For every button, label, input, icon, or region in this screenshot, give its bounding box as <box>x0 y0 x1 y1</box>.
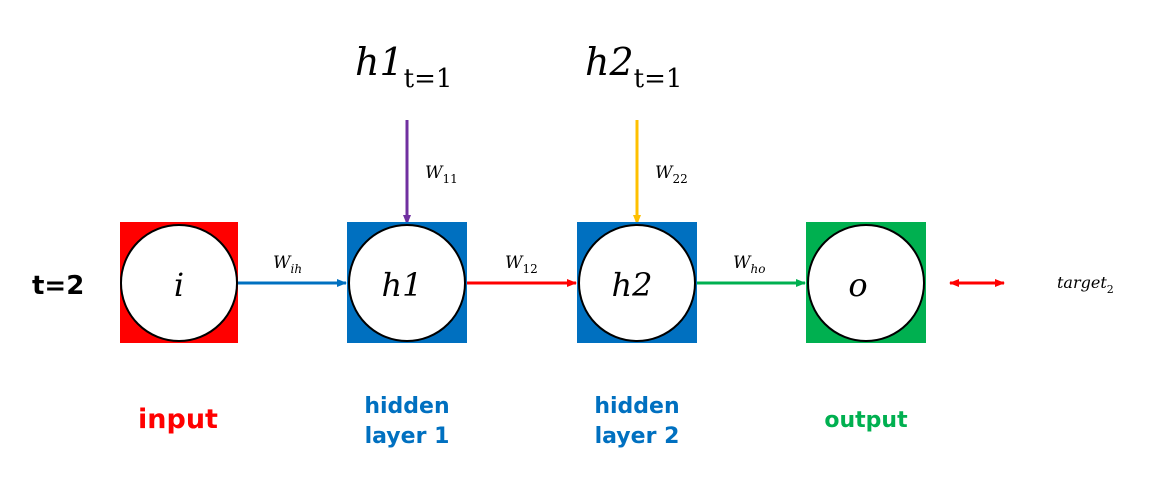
output-node-circle <box>807 224 925 342</box>
target-label: target2 <box>1057 273 1114 296</box>
weight-w11-label: W11 <box>425 163 458 186</box>
input-caption: input <box>138 404 218 435</box>
prev-h1-label: h1t=1 <box>355 40 452 94</box>
weight-12-label: W12 <box>505 253 538 276</box>
hidden1-caption-line1: hidden <box>364 394 449 419</box>
hidden1-caption-line2: layer 1 <box>365 424 450 449</box>
prev-h2-label: h2t=1 <box>585 40 682 94</box>
hidden2-node-symbol: h2 <box>612 266 653 304</box>
weight-ho-label: Who <box>733 253 765 276</box>
hidden1-node-symbol: h1 <box>382 266 423 304</box>
output-caption: output <box>824 408 908 433</box>
input-node-circle <box>120 224 238 342</box>
hidden2-caption-line1: hidden <box>594 394 679 419</box>
time-step-label: t=2 <box>32 271 84 301</box>
weight-ih-label: Wih <box>273 253 302 276</box>
input-node-symbol: i <box>174 266 184 304</box>
output-node-symbol: o <box>848 266 867 304</box>
hidden2-caption-line2: layer 2 <box>595 424 680 449</box>
hidden2-node-circle <box>578 224 696 342</box>
weight-w22-label: W22 <box>655 163 688 186</box>
hidden1-node-circle <box>348 224 466 342</box>
